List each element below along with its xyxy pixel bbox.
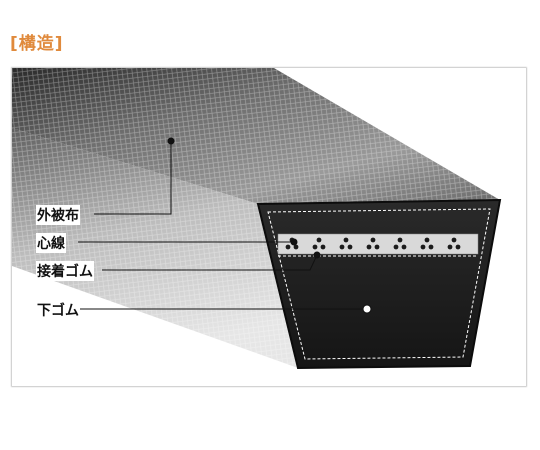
belt-cross-section [256, 198, 502, 370]
leader-lines [77, 137, 372, 314]
cord-2 [312, 237, 326, 250]
cord-3 [339, 237, 353, 250]
leader-outer-cover [94, 141, 172, 215]
section-title: [構造] [10, 34, 64, 54]
label-outer-cover: 外被布 [36, 205, 80, 225]
cord-6 [420, 237, 434, 250]
leader-adhesion-rubber [102, 254, 318, 271]
label-bottom-rubber: 下ゴム [36, 300, 80, 320]
label-core-cord: 心線 [36, 233, 66, 253]
belt-side-face [12, 128, 298, 368]
cord-4 [366, 237, 380, 250]
core-cord-band [277, 233, 479, 255]
core-cords [285, 237, 461, 250]
cord-5 [393, 237, 407, 250]
v-belt-structure-diagram: 外被布 心線 接着ゴム 下ゴム [12, 68, 526, 386]
label-adhesion-rubber: 接着ゴム [36, 261, 94, 281]
cord-7 [447, 237, 461, 250]
belt-top-face [12, 68, 500, 204]
v-belt-illustration [12, 68, 502, 370]
